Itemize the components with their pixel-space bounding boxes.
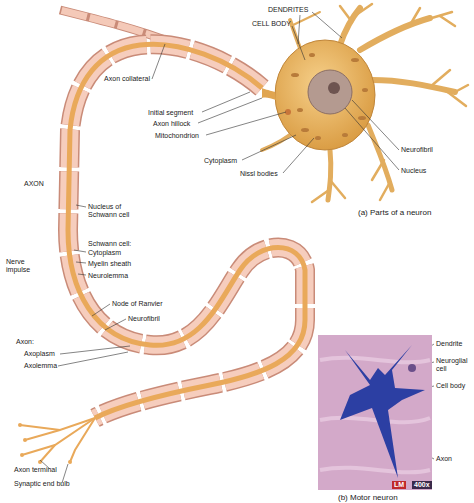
part-label: (b) Motor neuron <box>338 493 398 502</box>
part-label: Initial segment <box>148 109 193 117</box>
part-label: Axon collateral <box>104 75 150 83</box>
myelin-outline <box>68 44 305 418</box>
part-label: Axon hillock <box>153 120 190 128</box>
dendrites <box>262 4 468 202</box>
micrograph <box>318 335 432 490</box>
part-label: Schwann cell: <box>88 240 131 248</box>
part-label: Cell body <box>436 382 465 390</box>
part-label: Axon <box>436 455 452 463</box>
part-label: Neurofibril <box>128 315 160 323</box>
nissl-bodies <box>291 53 368 140</box>
part-label: CELL BODY <box>252 20 291 28</box>
part-label: Nucleus of Schwann cell <box>88 203 150 219</box>
axoplasm <box>68 44 305 418</box>
part-label: Neurolemma <box>88 272 128 280</box>
part-label: DENDRITES <box>268 6 308 14</box>
part-label: AXON <box>24 180 44 188</box>
part-label: LM <box>392 481 406 489</box>
myelin-sheath <box>68 44 305 418</box>
part-label: Node of Ranvier <box>112 300 163 308</box>
part-label: Cytoplasm <box>88 249 121 257</box>
part-label: Axon: <box>16 338 34 346</box>
part-label: Axon terminal <box>14 466 57 474</box>
part-label: Neuroglial cell <box>436 357 472 373</box>
part-label: Neurofibril <box>401 146 433 154</box>
part-label: (a) Parts of a neuron <box>358 208 431 217</box>
part-label: Nucleus <box>401 167 426 175</box>
part-label: Axoplasm <box>24 350 55 358</box>
part-label: Nerve impulse <box>6 258 46 274</box>
part-label: Cytoplasm <box>204 157 237 165</box>
part-label: Synaptic end bulb <box>14 480 70 488</box>
part-label: Dendrite <box>436 340 462 348</box>
part-label: Axolemma <box>24 362 57 370</box>
nucleus <box>308 70 352 114</box>
part-label: Myelin sheath <box>88 260 131 268</box>
cell-body <box>275 40 375 150</box>
leader-lines <box>40 12 434 483</box>
part-label: 400x <box>412 481 432 489</box>
part-label: Mitochondrion <box>155 132 199 140</box>
axon-terminals <box>20 418 95 462</box>
part-label: Nissl bodies <box>240 170 278 178</box>
